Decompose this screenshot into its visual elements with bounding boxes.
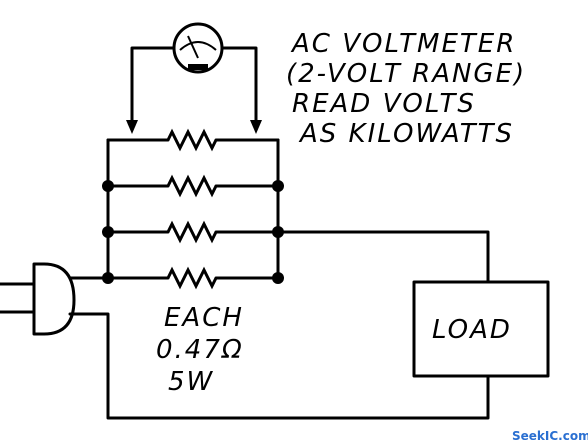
meter-label-line1: AC VOLTMETER	[290, 29, 516, 59]
meter-lead-right	[220, 46, 262, 134]
resistor-label-line3: 5W	[168, 367, 214, 397]
load-box	[412, 280, 550, 378]
meter-label-line2: (2-VOLT RANGE)	[286, 59, 526, 89]
resistor-row-4	[106, 266, 280, 290]
meter-annotation: AC VOLTMETER (2-VOLT RANGE) READ VOLTS A…	[286, 29, 526, 149]
meter-label-line3: READ VOLTS	[292, 89, 476, 119]
meter-lead-left	[126, 46, 176, 134]
watermark: SeekIC.com	[512, 429, 588, 443]
meter-label-line4: AS KILOWATTS	[298, 119, 514, 149]
resistor-row-1	[106, 128, 280, 152]
resistor-label-line1: EACH	[164, 303, 244, 333]
wire-to-load	[276, 230, 490, 284]
resistor-annotation: EACH 0.47Ω 5W	[156, 303, 244, 397]
return-wire	[68, 312, 490, 420]
load-label: LOAD	[432, 315, 512, 345]
resistor-row-2	[106, 174, 280, 198]
resistor-row-3	[106, 220, 280, 244]
ac-plug	[0, 262, 76, 336]
voltmeter	[172, 22, 224, 74]
resistor-label-line2: 0.47Ω	[156, 335, 244, 365]
